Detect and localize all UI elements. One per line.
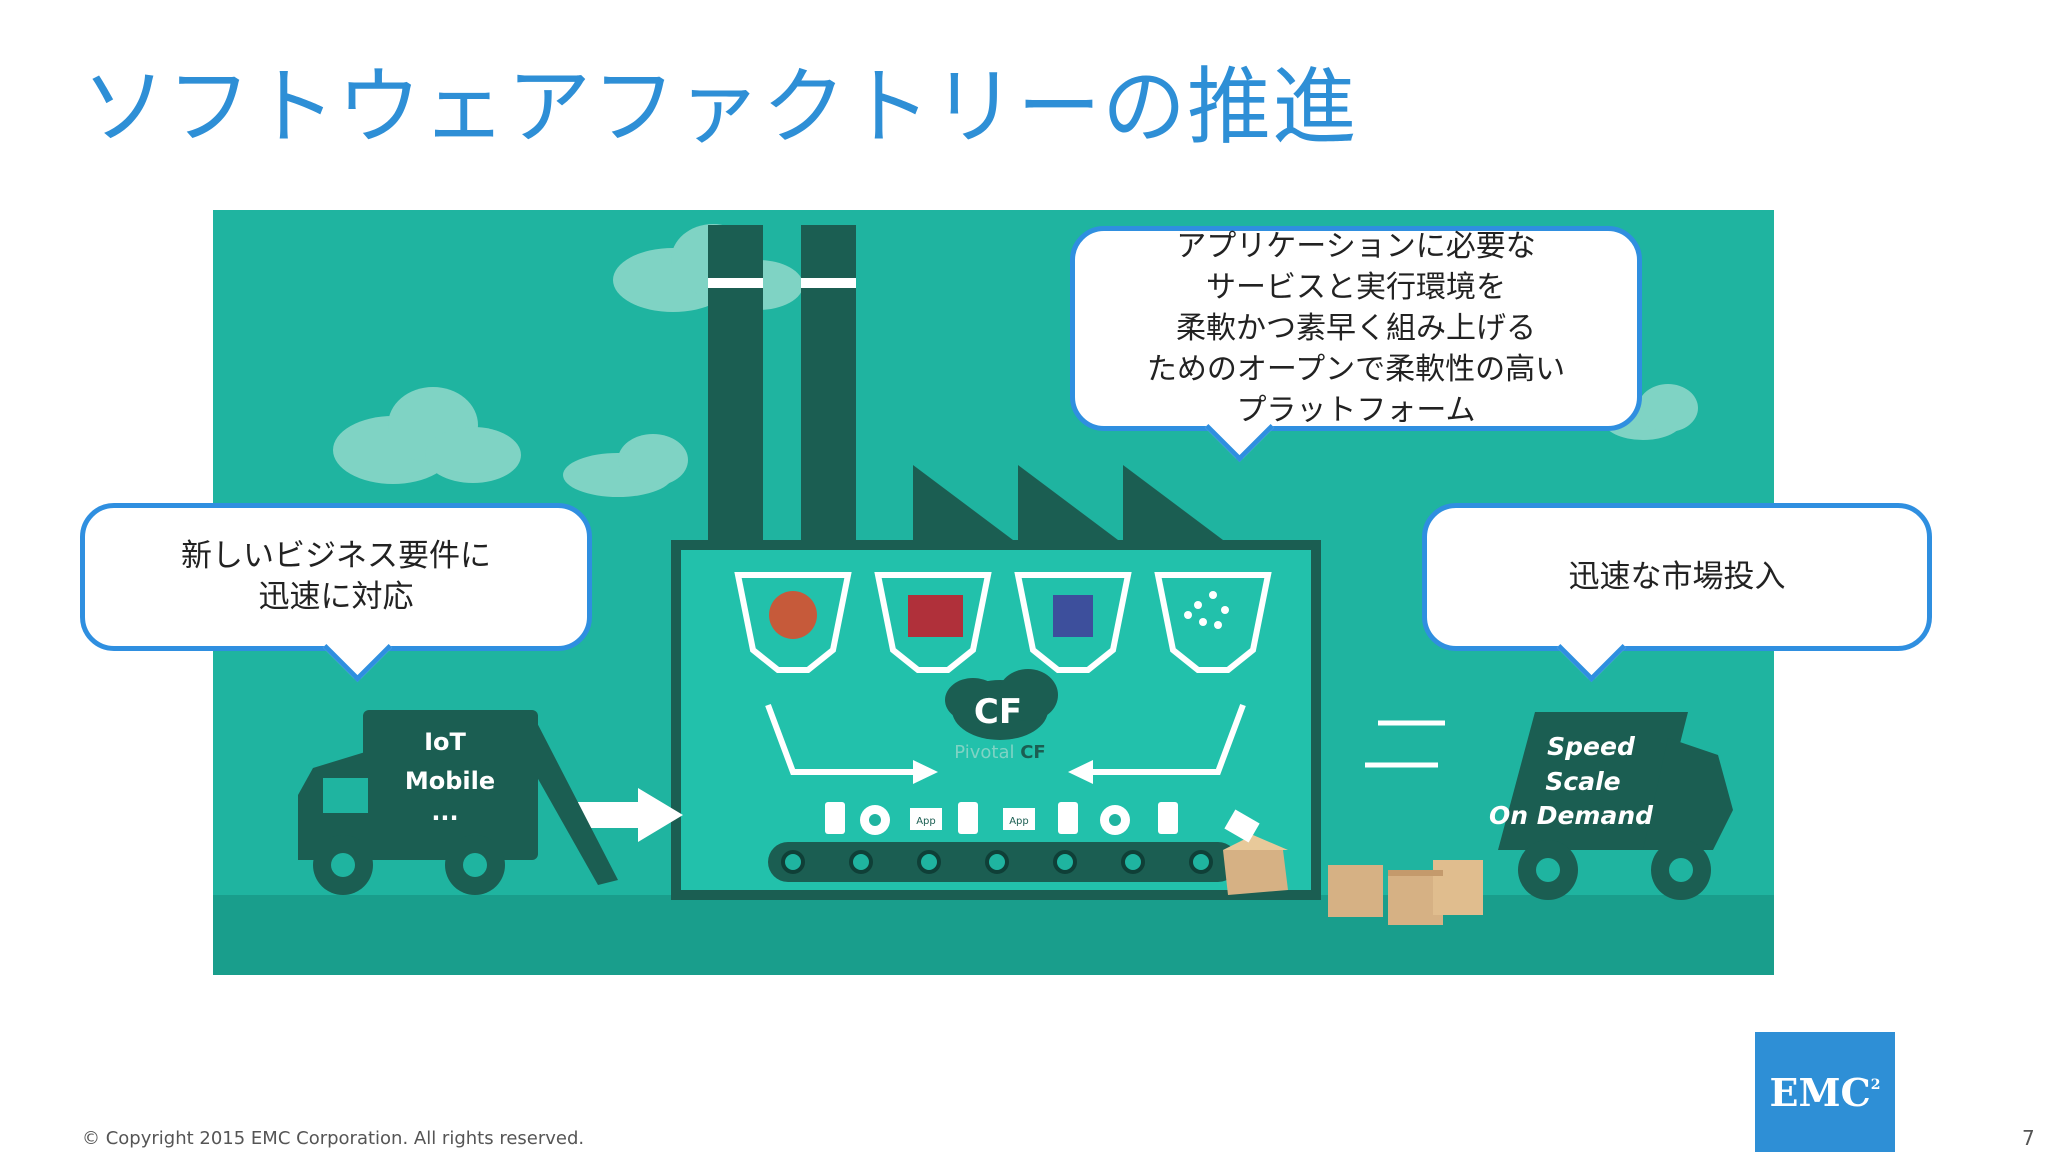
merge-arrows (765, 703, 1246, 775)
delivery-truck-right (1498, 712, 1733, 900)
network-icon (1184, 591, 1229, 629)
copyright-notice: © Copyright 2015 EMC Corporation. All ri… (82, 1128, 585, 1149)
truck-label: Scale (1545, 767, 1620, 796)
truck-label: On Demand (1489, 801, 1654, 830)
ground (213, 895, 1774, 975)
truck-label: ... (431, 798, 458, 826)
jenkins-icon (769, 591, 817, 639)
truck-label: Speed (1547, 732, 1636, 761)
cloud-foundry-icon: CF (945, 669, 1058, 740)
callout-line: アプリケーションに必要な (1176, 229, 1536, 264)
conveyor-items (825, 802, 1178, 835)
callout-center: アプリケーションに必要な サービスと実行環境を 柔軟かつ素早く組み上げる ための… (1070, 226, 1642, 463)
factory-roof (913, 465, 1223, 540)
service-icon (908, 595, 963, 637)
callout-line: 新しいビジネス要件に (181, 538, 491, 574)
conveyor-belt (768, 842, 1238, 882)
pivotal-cf-caption: Pivotal CF (954, 742, 1045, 763)
callout-line: プラットフォーム (1236, 393, 1476, 428)
app-label: App (916, 816, 936, 827)
cf-logo-text: CF (974, 692, 1022, 732)
package-box-icon (1223, 809, 1288, 895)
slide-title: ソフトウェアファクトリーの推進 (82, 58, 1358, 156)
app-label: App (1009, 816, 1029, 827)
package-boxes-icon (1328, 860, 1483, 925)
callout-left: 新しいビジネス要件に 迅速に対応 (80, 503, 592, 683)
callout-line: 迅速な市場投入 (1568, 558, 1786, 595)
truck-label: IoT (424, 728, 466, 756)
cloud-icon (333, 387, 521, 484)
factory-chimneys (708, 225, 856, 555)
speed-lines (1365, 720, 1445, 768)
callout-line: サービスと実行環境を (1206, 270, 1506, 305)
arrow-right-icon (578, 788, 683, 842)
cloud-icon (563, 434, 688, 497)
callout-right: 迅速な市場投入 (1422, 503, 1932, 683)
logo-text: EMC (1769, 1069, 1871, 1115)
page-number: 7 (2022, 1126, 2035, 1150)
callout-line: 迅速に対応 (258, 579, 414, 615)
hopper-icons (734, 572, 1272, 673)
truck-label: Mobile (405, 767, 495, 795)
callout-line: 柔軟かつ素早く組み上げる (1176, 311, 1536, 346)
callout-line: ためのオープンで柔軟性の高い (1146, 352, 1566, 387)
shield-icon (1053, 595, 1093, 637)
logo-superscript: 2 (1870, 1077, 1881, 1093)
